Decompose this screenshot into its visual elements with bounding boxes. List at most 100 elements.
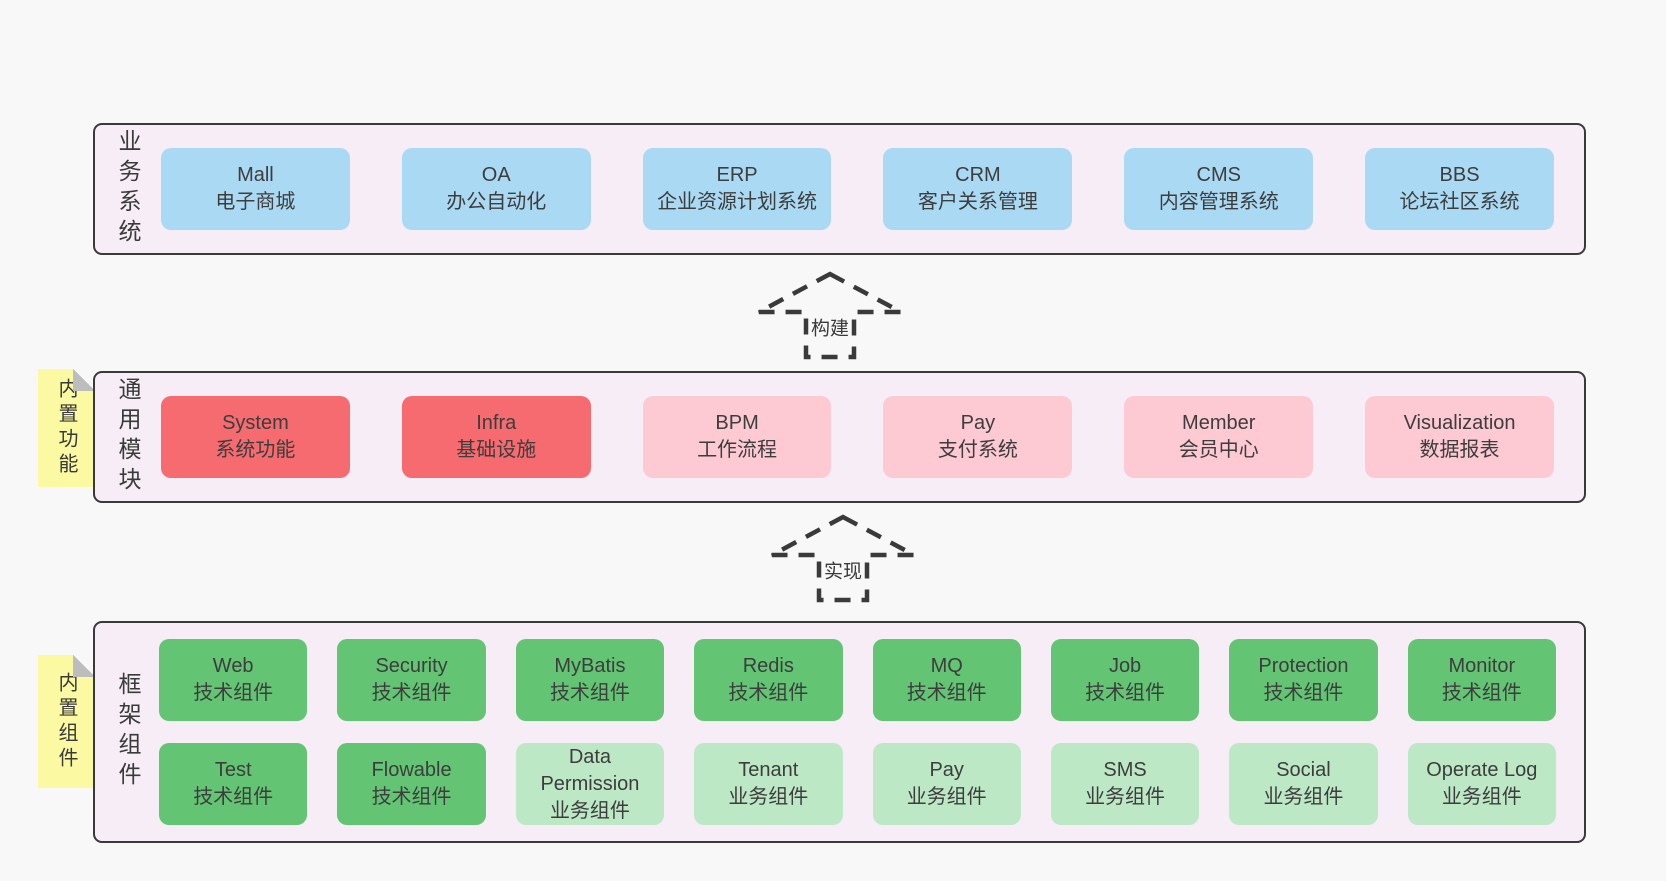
card-name: Web <box>212 655 254 677</box>
card-job: Job 技术组件 <box>1050 639 1200 721</box>
band-common-modules: 通用模块 System 系统功能 Infra 基础设施 BPM 工作流程 Pay… <box>93 371 1586 503</box>
common-modules-row: System 系统功能 Infra 基础设施 BPM 工作流程 Pay 支付系统… <box>153 396 1584 478</box>
card-desc: 业务组件 <box>1441 786 1522 808</box>
card-name: Operate Log <box>1426 759 1538 781</box>
card-desc: 技术组件 <box>728 682 809 704</box>
card-name: Protection <box>1258 655 1349 677</box>
card-desc: 业务组件 <box>549 799 630 822</box>
card-tenant: Tenant 业务组件 <box>694 743 843 825</box>
card-name: System <box>222 412 289 434</box>
band-label-framework-components: 框架组件 <box>115 672 141 792</box>
band-label-common-modules: 通用模块 <box>115 377 141 497</box>
arrow-build-label: 构建 <box>808 313 852 341</box>
card-pay-component: Pay 业务组件 <box>872 743 1021 825</box>
up-block-arrow-icon <box>757 271 903 360</box>
card-social: Social 业务组件 <box>1229 743 1378 825</box>
card-web: Web 技术组件 <box>159 639 308 721</box>
card-name: ERP <box>716 164 758 186</box>
card-desc: 业务组件 <box>906 786 987 808</box>
card-name: Pay <box>929 759 964 781</box>
card-desc: 技术组件 <box>371 682 452 704</box>
card-desc: 技术组件 <box>906 682 987 704</box>
up-block-arrow-icon <box>770 514 916 603</box>
sticky-note-text: 内置组件 <box>55 671 77 772</box>
card-erp: ERP 企业资源计划系统 <box>642 148 832 230</box>
card-infra: Infra 基础设施 <box>401 396 591 478</box>
card-name: Job <box>1108 655 1142 677</box>
card-operate-log: Operate Log 业务组件 <box>1407 743 1556 825</box>
sticky-note-builtin-features: 内置功能 <box>38 369 95 487</box>
card-desc: 内容管理系统 <box>1158 191 1279 213</box>
card-sms: SMS 业务组件 <box>1050 743 1200 825</box>
card-bbs: BBS 论坛社区系统 <box>1365 148 1554 230</box>
card-cms: CMS 内容管理系统 <box>1124 148 1314 230</box>
card-desc: 技术组件 <box>549 682 630 704</box>
card-desc: 技术组件 <box>193 786 274 808</box>
card-system: System 系统功能 <box>161 396 350 478</box>
card-name: SMS <box>1103 759 1147 781</box>
card-desc: 企业资源计划系统 <box>657 191 818 213</box>
card-name: Security <box>375 655 448 677</box>
card-name: Infra <box>476 412 517 434</box>
card-desc: 技术组件 <box>371 786 452 808</box>
card-name: CRM <box>955 164 1001 186</box>
band-framework-components: 框架组件 Web 技术组件 Security 技术组件 MyBatis 技术组件… <box>93 621 1586 843</box>
card-desc: 业务组件 <box>1263 786 1344 808</box>
card-desc: 基础设施 <box>456 439 537 461</box>
card-desc: 客户关系管理 <box>917 191 1038 213</box>
card-member: Member 会员中心 <box>1124 396 1314 478</box>
card-name: OA <box>481 164 511 186</box>
card-desc: 技术组件 <box>1263 682 1344 704</box>
card-name: Member <box>1182 412 1256 434</box>
card-name: BPM <box>715 412 759 434</box>
card-desc: 业务组件 <box>1085 786 1166 808</box>
sticky-note-builtin-components: 内置组件 <box>38 655 95 788</box>
card-name: Test <box>214 759 252 781</box>
arrow-build: 构建 <box>755 270 905 362</box>
framework-components-rows: Web 技术组件 Security 技术组件 MyBatis 技术组件 Redi… <box>153 639 1584 825</box>
card-monitor: Monitor 技术组件 <box>1407 639 1556 721</box>
card-name: MyBatis <box>554 655 626 677</box>
card-security: Security 技术组件 <box>337 639 486 721</box>
business-systems-row: Mall 电子商城 OA 办公自动化 ERP 企业资源计划系统 CRM 客户关系… <box>153 148 1584 230</box>
card-name: Redis <box>742 655 794 677</box>
card-name: Tenant <box>738 759 799 781</box>
card-crm: CRM 客户关系管理 <box>883 148 1073 230</box>
card-redis: Redis 技术组件 <box>694 639 843 721</box>
card-visualization: Visualization 数据报表 <box>1365 396 1554 478</box>
card-pay-system: Pay 支付系统 <box>883 396 1073 478</box>
card-desc: 电子商城 <box>215 191 296 213</box>
card-desc: 会员中心 <box>1178 439 1259 461</box>
card-name: Pay <box>960 412 996 434</box>
card-protection: Protection 技术组件 <box>1229 639 1378 721</box>
band-business-systems: 业务系统 Mall 电子商城 OA 办公自动化 ERP 企业资源计划系统 CRM… <box>93 123 1586 255</box>
card-desc: 工作流程 <box>697 439 778 461</box>
card-desc: 业务组件 <box>728 786 809 808</box>
card-data-permission: Data Permission 业务组件 <box>515 743 665 825</box>
card-name: Flowable <box>371 759 452 781</box>
card-mall: Mall 电子商城 <box>161 148 350 230</box>
card-flowable: Flowable 技术组件 <box>337 743 486 825</box>
card-desc: 论坛社区系统 <box>1399 191 1520 213</box>
card-desc: 技术组件 <box>1441 682 1522 704</box>
card-name: CMS <box>1196 164 1241 186</box>
card-desc: 办公自动化 <box>446 191 547 213</box>
card-bpm: BPM 工作流程 <box>642 396 832 478</box>
folded-corner-icon <box>73 369 95 391</box>
card-name: Mall <box>237 164 274 186</box>
arrow-implement: 实现 <box>768 513 918 605</box>
card-name: BBS <box>1439 164 1480 186</box>
card-oa: OA 办公自动化 <box>401 148 591 230</box>
card-name: Data Permission <box>540 745 640 795</box>
card-name: MQ <box>930 655 963 677</box>
card-test: Test 技术组件 <box>159 743 308 825</box>
card-mybatis: MyBatis 技术组件 <box>515 639 665 721</box>
card-desc: 技术组件 <box>1085 682 1166 704</box>
folded-corner-icon <box>73 655 95 677</box>
card-name: Social <box>1276 759 1331 781</box>
sticky-note-text: 内置功能 <box>55 378 77 478</box>
card-desc: 支付系统 <box>937 439 1018 461</box>
band-label-business-systems: 业务系统 <box>115 129 141 249</box>
card-mq: MQ 技术组件 <box>872 639 1021 721</box>
